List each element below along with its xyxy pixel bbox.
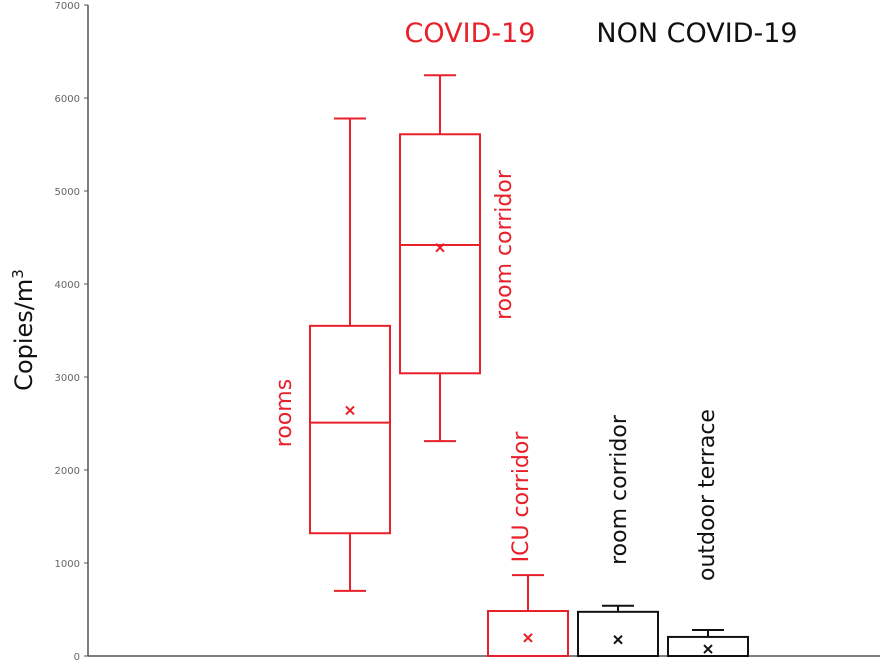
category-label: ICU corridor bbox=[509, 431, 534, 563]
box-iqr bbox=[399, 133, 481, 375]
box-room-corridor-3: room corridor bbox=[577, 414, 659, 658]
y-tick-label: 2000 bbox=[55, 466, 80, 477]
group-label-covid: COVID-19 bbox=[405, 18, 536, 49]
category-label: outdoor terrace bbox=[695, 409, 720, 581]
box-ICU-corridor-2: ICU corridor bbox=[487, 431, 569, 657]
y-tick-label: 3000 bbox=[55, 373, 80, 384]
category-label: rooms bbox=[272, 379, 297, 447]
y-tick-label: 1000 bbox=[55, 559, 80, 570]
box-iqr bbox=[309, 324, 391, 535]
y-tick-label: 4000 bbox=[55, 280, 80, 291]
box-iqr bbox=[487, 609, 569, 657]
mean-marker bbox=[345, 405, 355, 416]
y-tick-label: 5000 bbox=[55, 187, 80, 198]
box-iqr bbox=[667, 635, 749, 657]
mean-marker bbox=[523, 633, 533, 643]
category-label: room corridor bbox=[607, 414, 632, 565]
mean-marker bbox=[703, 644, 713, 654]
y-tick-label: 7000 bbox=[55, 1, 80, 12]
mean-marker bbox=[613, 635, 623, 645]
y-axis-label: Copies/m3 bbox=[9, 269, 38, 391]
category-label: room corridor bbox=[492, 169, 517, 320]
box-room-corridor-1: room corridor bbox=[399, 74, 517, 443]
group-label-non-covid: NON COVID-19 bbox=[596, 18, 797, 49]
mean-marker bbox=[435, 243, 445, 253]
box-outdoor-terrace-4: outdoor terrace bbox=[667, 409, 749, 657]
y-tick-label: 6000 bbox=[55, 94, 80, 105]
box-iqr bbox=[577, 610, 659, 658]
y-tick-label: 0 bbox=[74, 652, 80, 660]
box-rooms-0: rooms bbox=[272, 117, 391, 592]
